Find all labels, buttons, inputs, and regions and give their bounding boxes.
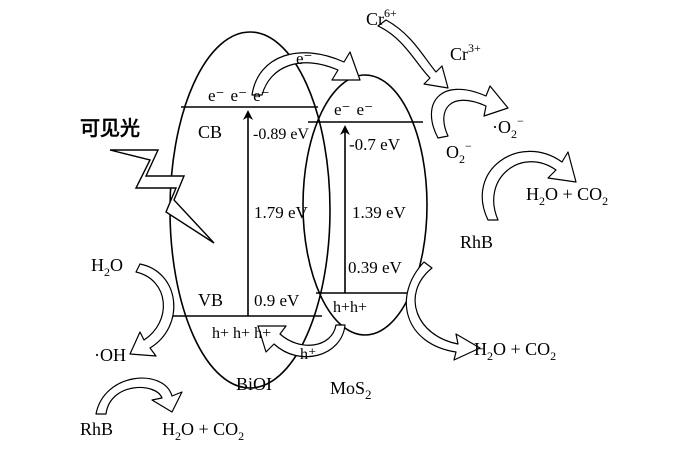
biori-holes-label: h+h+h+ xyxy=(212,325,271,342)
mos2-vb-potential: 0.39 eV xyxy=(348,258,403,277)
products-right-upper: H2O + CO2 xyxy=(526,184,608,208)
electron-transfer-arrow xyxy=(251,51,361,96)
mos2-holes-label: h+h+ xyxy=(333,299,367,316)
electron-transfer-label: e⁻ xyxy=(296,49,313,68)
mos2-degradation-arrow xyxy=(405,261,481,361)
biori-vb-potential: 0.9 eV xyxy=(254,291,300,310)
cr-reduction-arrow xyxy=(377,19,449,89)
lightning-bolt-icon xyxy=(109,149,215,244)
biori-cb-potential: -0.89 eV xyxy=(253,126,309,143)
o2rad-degradation-arrow xyxy=(481,150,577,221)
hole-transfer-label: h⁺ xyxy=(300,346,316,363)
products-right-lower: H2O + CO2 xyxy=(474,339,556,363)
biori-electrons-label: e⁻e⁻e⁻ xyxy=(208,86,270,105)
hole-transfer-arrow xyxy=(257,324,346,358)
cr3-label: Cr3+ xyxy=(450,41,481,64)
o2-radical-label: ·O2− xyxy=(492,114,524,141)
biori-name: BiOI xyxy=(236,374,272,394)
rhb-right-label: RhB xyxy=(460,232,493,252)
vb-label: VB xyxy=(198,290,223,310)
biori-gap-label: 1.79 eV xyxy=(254,203,309,222)
hydroxyl-radical-label: ·OH xyxy=(94,345,126,365)
mos2-cb-potential: -0.7 eV xyxy=(349,135,401,154)
mos2-electrons-label: e⁻e⁻ xyxy=(334,100,373,119)
rhb-left-label: RhB xyxy=(80,419,113,439)
h2o-label: H2O xyxy=(91,255,123,279)
o2-reduction-arrow xyxy=(430,85,509,139)
rhb-degradation-arrow xyxy=(95,377,183,415)
mos2-gap-label: 1.39 eV xyxy=(352,203,407,222)
cb-label: CB xyxy=(198,122,222,142)
water-oxidation-arrow xyxy=(129,263,175,357)
cr6-label: Cr6+ xyxy=(366,6,397,29)
mos2-name: MoS2 xyxy=(330,378,372,402)
visible-light-label: 可见光 xyxy=(80,116,140,140)
o2-label: O2− xyxy=(446,139,472,166)
mos2-ellipse xyxy=(302,74,428,336)
products-left: H2O + CO2 xyxy=(162,419,244,443)
